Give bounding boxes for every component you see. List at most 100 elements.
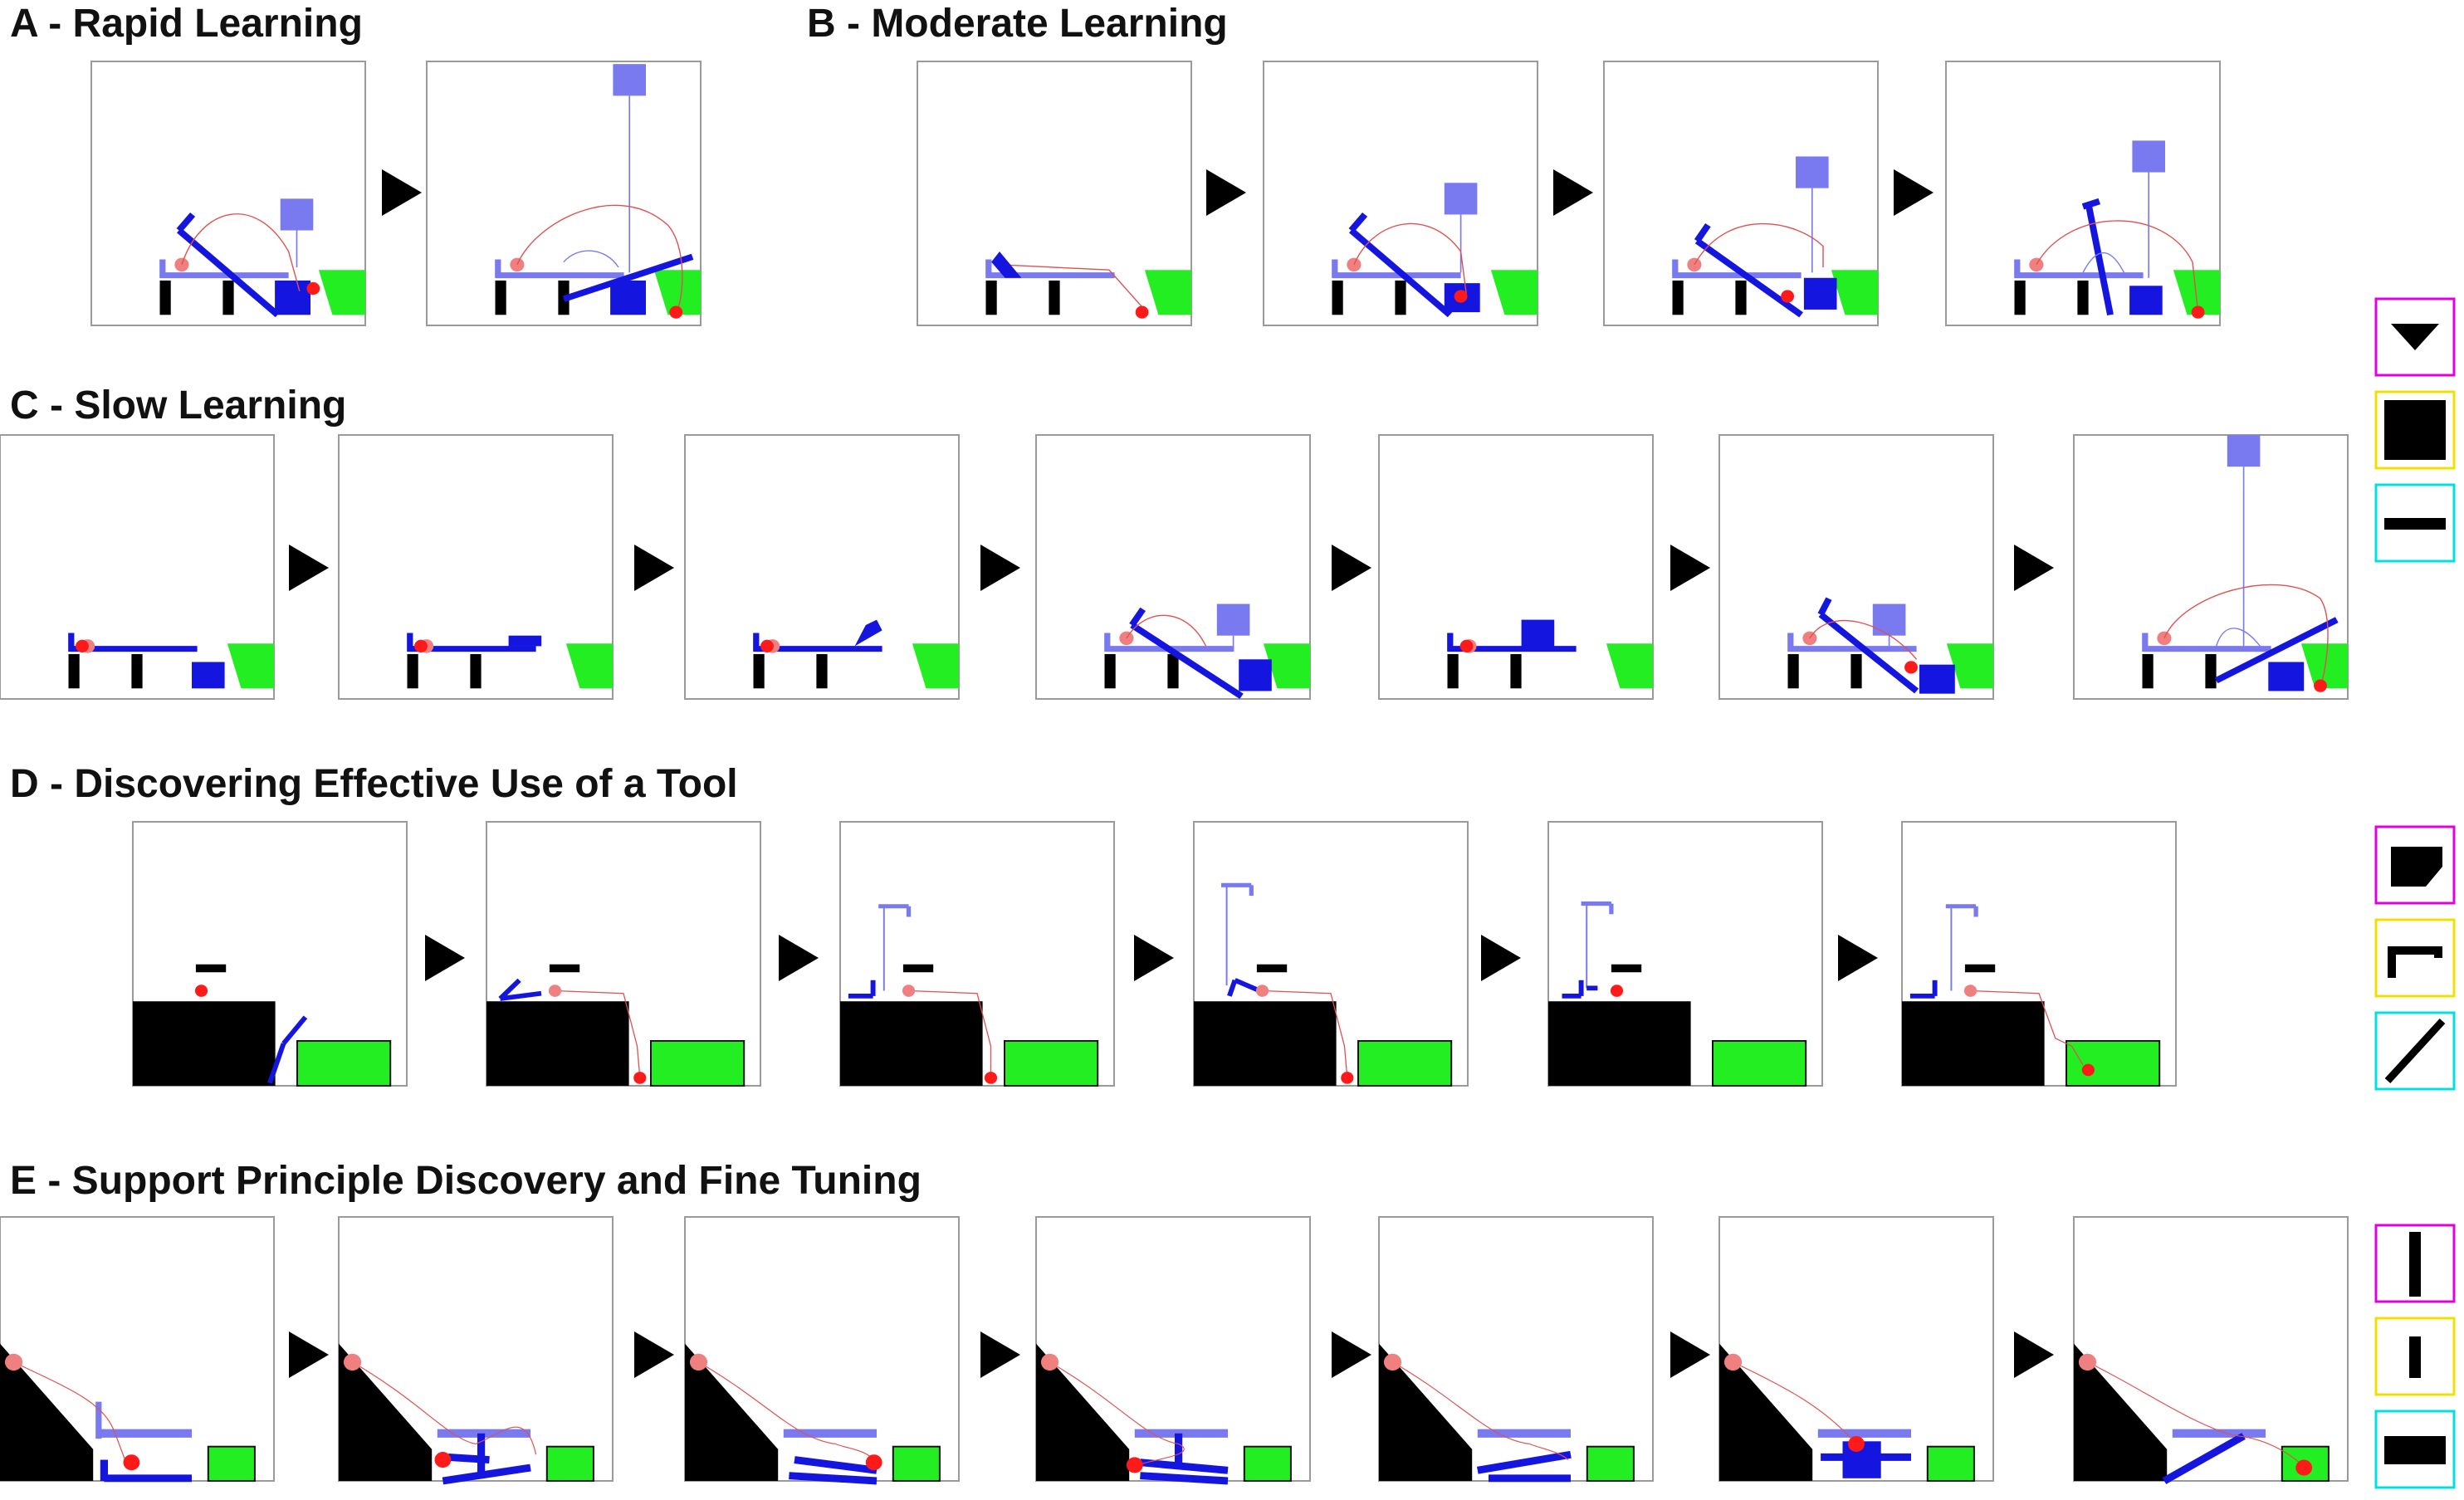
panel-content [68, 633, 274, 689]
ball-end [1341, 1072, 1354, 1084]
hook-tool-box [2374, 918, 2456, 998]
ball-trajectory [1694, 222, 1824, 268]
next-frame-arrow [1553, 169, 1593, 216]
placed-block [2162, 1433, 2246, 1484]
panel-content [486, 964, 746, 1087]
ball-trajectory [1809, 619, 1918, 660]
panel-content [753, 619, 959, 689]
panel-content [1672, 156, 1878, 318]
scene-panel [1193, 821, 1469, 1087]
ball-start [2078, 1353, 2097, 1371]
placed-triangle [991, 251, 1022, 278]
ball-trajectory [2036, 220, 2199, 313]
goal-area [208, 1446, 255, 1481]
scene-panel [2073, 1216, 2349, 1484]
ball-start [343, 1353, 362, 1371]
wide-block-tool-box [2374, 1410, 2456, 1489]
panel-content [1719, 1343, 1975, 1482]
goal-area [892, 1446, 940, 1481]
ball-end [984, 1072, 998, 1084]
next-frame-arrow [1332, 1331, 1371, 1378]
scene-panel [0, 434, 275, 700]
lever-bar [562, 253, 694, 302]
placed-block [2268, 662, 2305, 691]
bar-tool-box [2374, 483, 2456, 563]
ball-start [1040, 1353, 1059, 1371]
ball-end [306, 281, 320, 296]
ball-end [2191, 305, 2205, 319]
table-leg [985, 280, 997, 315]
table-leg [470, 653, 482, 689]
panel-content [685, 1343, 941, 1485]
placed-block [1139, 1458, 1229, 1474]
placed-block [794, 1456, 878, 1474]
placed-triangle [854, 619, 882, 647]
panel-content [2014, 140, 2220, 319]
tool-trajectory-group [563, 250, 619, 268]
panel-content [840, 904, 1099, 1087]
table-leg [131, 653, 143, 689]
lever-tip [1694, 223, 1711, 243]
scene-panel [1263, 61, 1538, 326]
table-leg [1447, 653, 1459, 689]
placed-block [789, 1472, 878, 1485]
hanging-weight [613, 64, 646, 96]
goal-area [1586, 1446, 1634, 1481]
lever-bar [2085, 203, 2114, 315]
ball-trajectory-group [999, 264, 1143, 308]
panel-content [985, 251, 1191, 319]
placed-block [1239, 659, 1272, 691]
panel-content [1787, 597, 1993, 694]
triangle-tool-icon [2391, 324, 2439, 350]
ball-trajectory-group [13, 1361, 127, 1463]
table-leg [1167, 653, 1179, 689]
placed-block [275, 280, 310, 315]
goal-outline [892, 1445, 941, 1482]
ball-end [2081, 1063, 2095, 1077]
ball-trajectory [181, 213, 301, 291]
ball-end [2314, 679, 2327, 692]
scene-panel [684, 1216, 960, 1485]
ball-trajectory [1733, 1361, 1857, 1444]
goal-container [1263, 643, 1310, 689]
goal-outline [1357, 1039, 1453, 1087]
next-frame-arrow [289, 545, 329, 591]
small-platform [1964, 964, 1996, 973]
goal-area [1713, 1040, 1806, 1086]
table-leg [2205, 653, 2217, 689]
short-post-tool-box [2374, 1317, 2456, 1396]
scene-panel [684, 434, 960, 700]
scene-panel [1945, 61, 2221, 326]
ball-trajectory-group [1809, 619, 1918, 660]
row-e-title: E - Support Principle Discovery and Fine… [10, 1159, 922, 1203]
scene-panel [1035, 434, 1311, 700]
ball-trajectory [1353, 222, 1467, 294]
ball-trajectory-group [2036, 220, 2199, 313]
ball-trajectory-group [1353, 222, 1467, 294]
stick-tool-icon [2384, 1018, 2446, 1084]
ball-start [194, 985, 208, 997]
ball-trajectory-group [698, 1361, 878, 1463]
next-frame-arrow [1838, 935, 1878, 981]
goal-area [1244, 1446, 1291, 1481]
placed-block [1803, 277, 1837, 310]
tool-trajectory [2082, 252, 2125, 273]
scene-panel [917, 61, 1192, 326]
ledge-block [1194, 1001, 1337, 1086]
panel-content [339, 1343, 594, 1485]
lever-tip [1348, 212, 1368, 232]
bar-tool-icon [2384, 518, 2446, 530]
panel-content [1548, 901, 1807, 1087]
placed-tool [267, 1043, 286, 1084]
tall-post-tool-icon [2409, 1232, 2421, 1297]
hanging-weight [1872, 603, 1906, 636]
next-frame-arrow [1332, 545, 1371, 591]
arrows-layer [289, 169, 2054, 1378]
ball-trajectory-group [1733, 1361, 1857, 1444]
ball-end [1781, 290, 1795, 303]
ball-end [633, 1072, 647, 1084]
lever-bar [176, 227, 281, 318]
ball-trajectory [13, 1361, 127, 1463]
panel-content [1379, 1343, 1635, 1483]
